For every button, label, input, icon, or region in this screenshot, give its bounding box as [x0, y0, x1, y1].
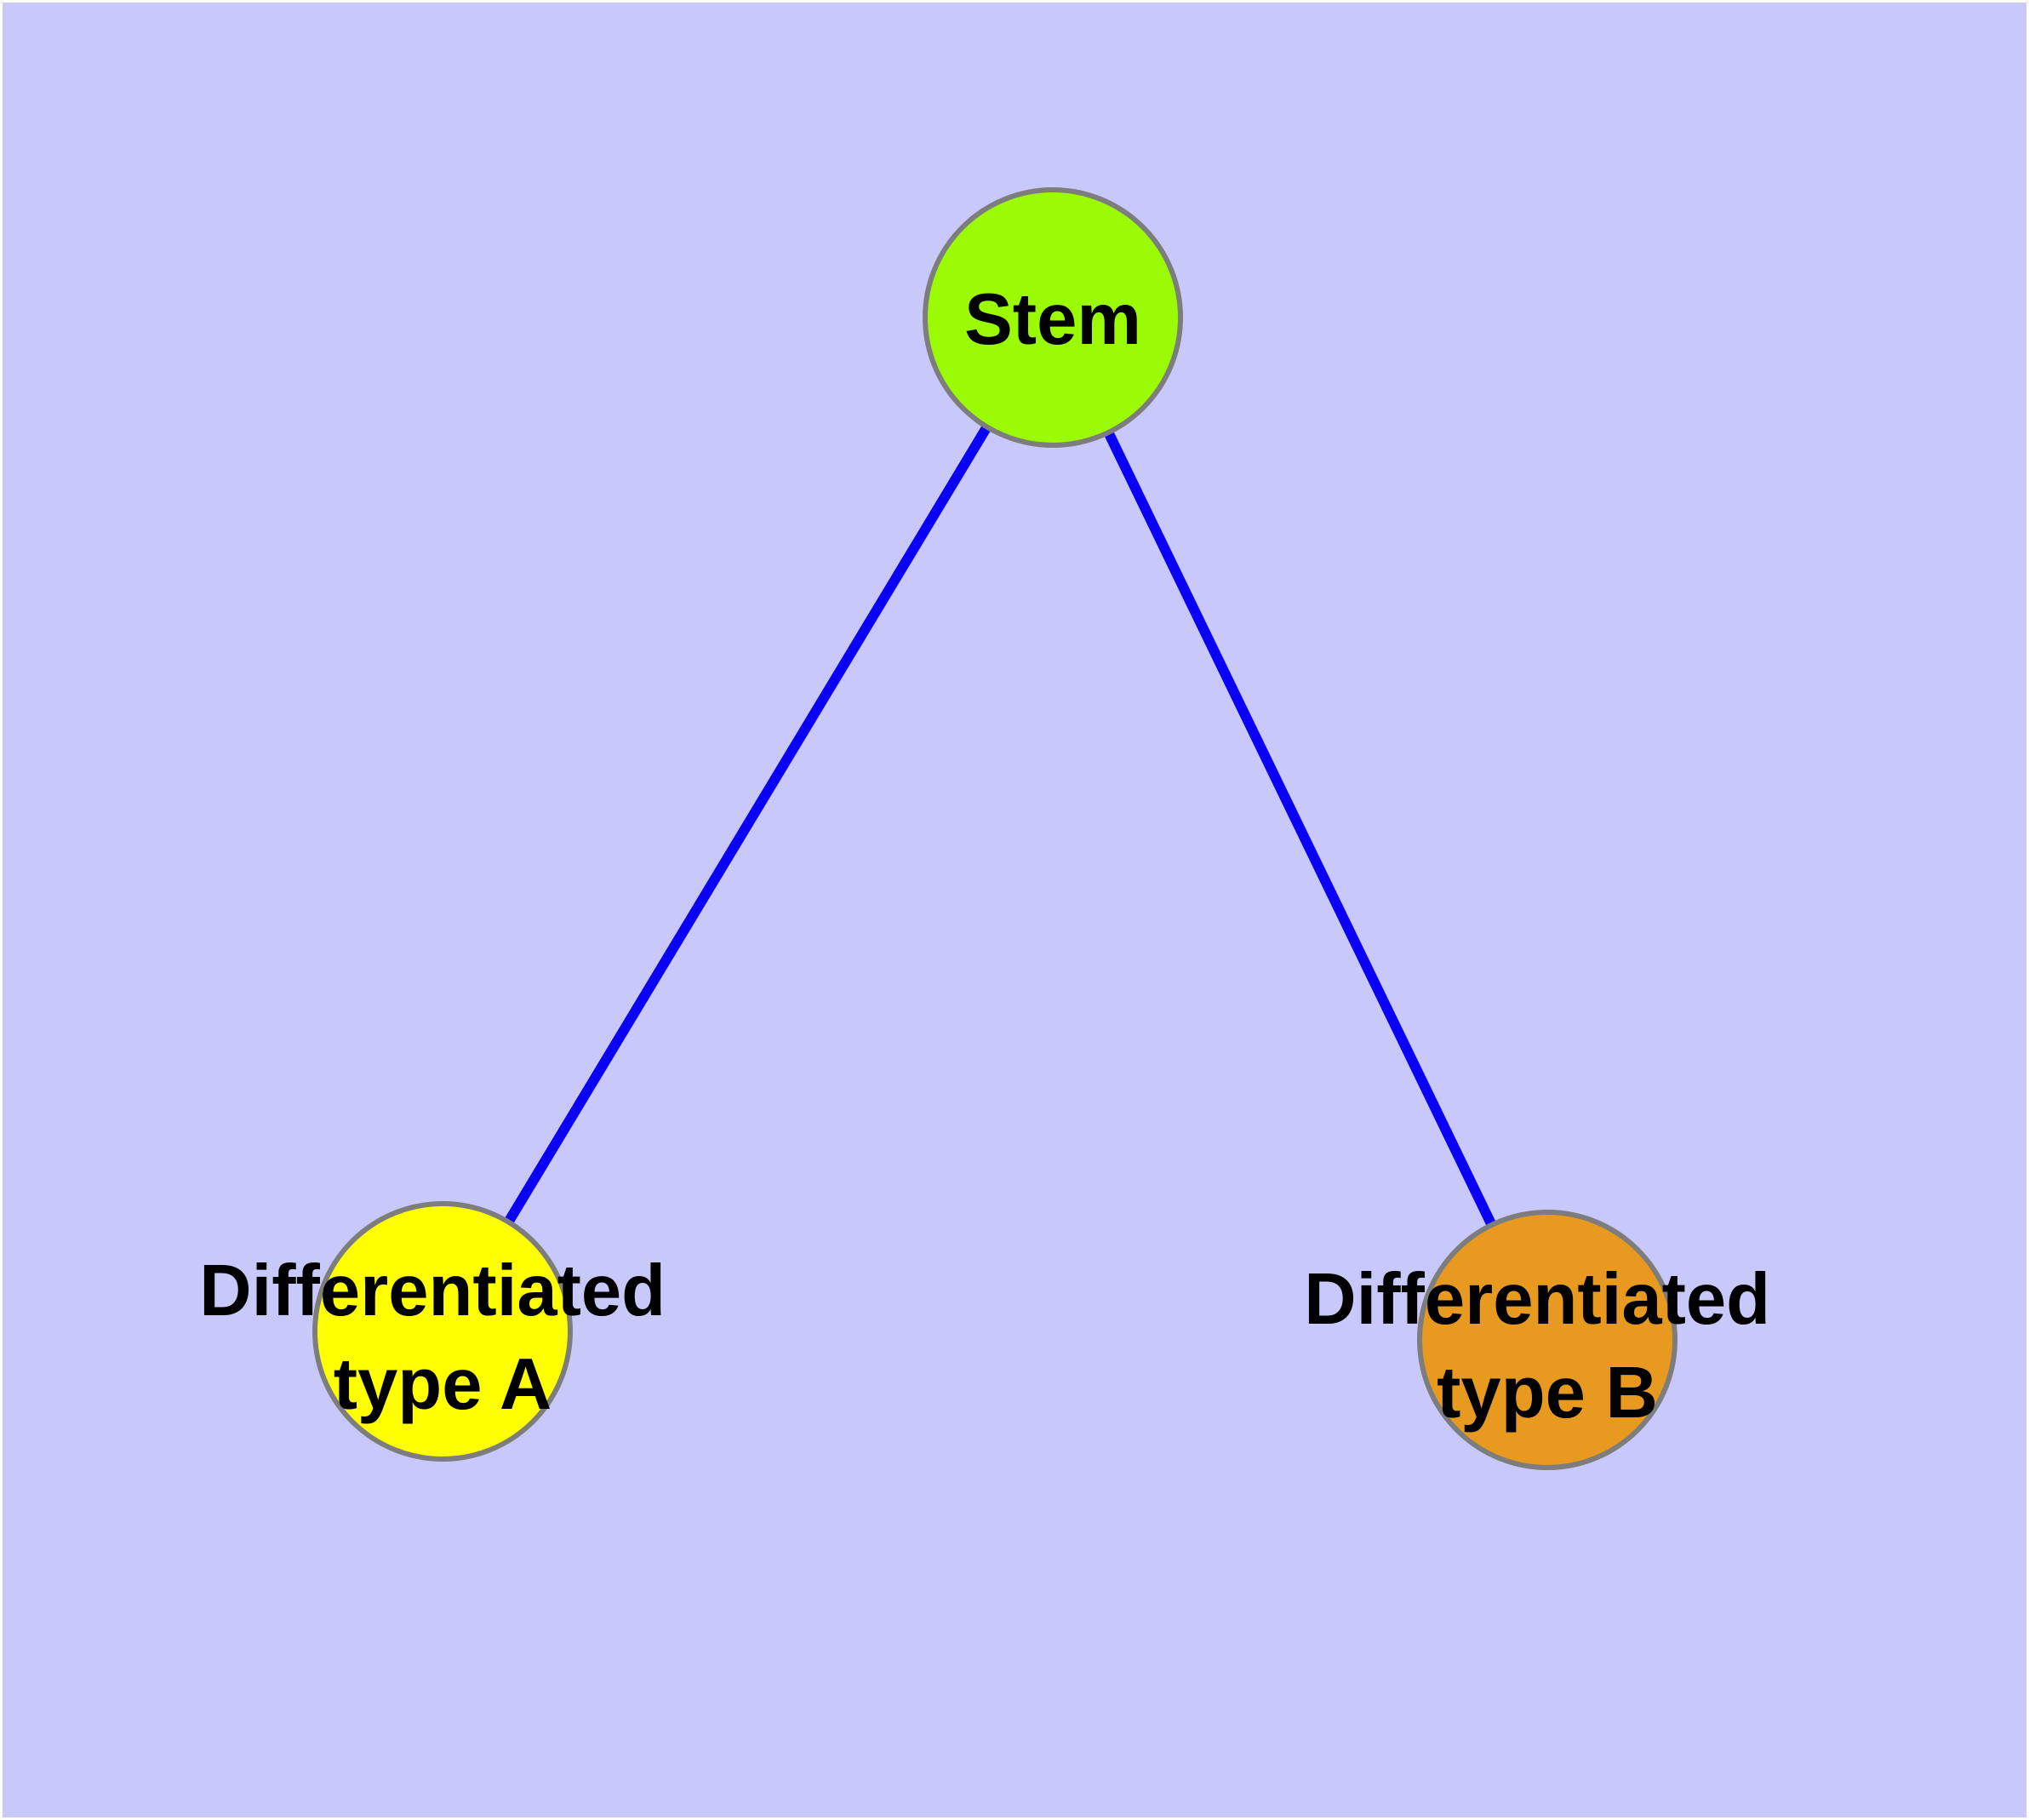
type-b-node-label: Differentiated type B: [1304, 1259, 1790, 1434]
type-b-label-line2: type B: [1437, 1353, 1658, 1434]
stem-node: [923, 187, 1183, 448]
edge-stem-to-type-b: [1048, 315, 1552, 1342]
type-a-node-label: Differentiated type A: [199, 1251, 685, 1425]
type-a-label-line2: type A: [334, 1344, 552, 1425]
type-a-label-line1: Differentiated: [199, 1251, 666, 1331]
stem-node-label: Stem: [964, 279, 1141, 360]
type-b-node: [1417, 1210, 1677, 1470]
type-b-label-line1: Differentiated: [1304, 1259, 1770, 1340]
edge-stem-to-type-a: [437, 314, 1058, 1335]
type-a-node: [312, 1201, 573, 1462]
